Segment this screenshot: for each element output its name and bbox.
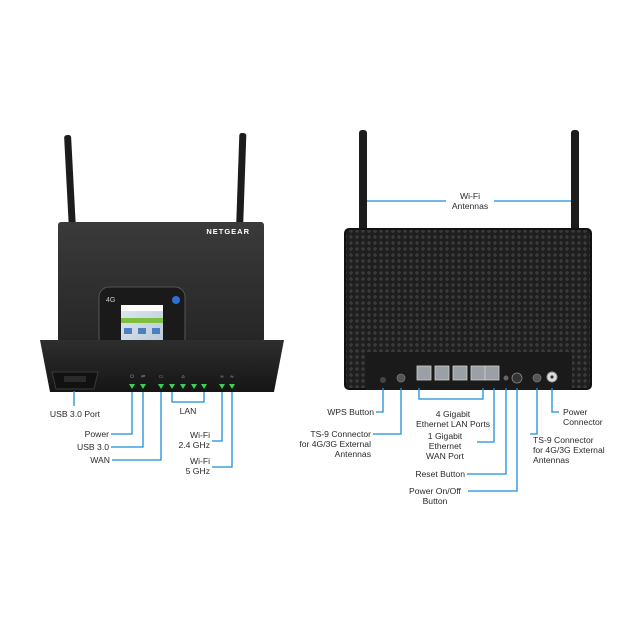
callout-wifi5 [212,392,233,468]
callout-wan-port [477,388,495,443]
callout-power-connector [551,388,559,413]
led-wifi-24 [219,384,225,389]
svg-text:⇌: ⇌ [141,374,145,380]
callout-ts9-right [530,388,538,435]
led-lan-3 [191,384,197,389]
front-antenna-left [64,135,76,231]
front-led-group [129,384,235,389]
label-ts9-left: TS-9 Connector for 4G/3G External Antenn… [299,429,371,459]
netgear-logo: NETGEAR [206,227,250,236]
rear-callout-lines [367,200,571,492]
front-antenna-right [236,133,247,231]
label-lan: LAN [179,406,197,416]
hotspot-screen [121,305,163,345]
label-wps: WPS Button [327,407,374,417]
callout-reset [467,388,507,475]
callout-lan [171,392,205,403]
rear-body [345,229,591,389]
led-usb [140,384,146,389]
telstra-logo-icon [172,296,180,304]
callout-lan-ports [418,388,484,400]
led-lan-4 [201,384,207,389]
label-lan-ports: 4 Gigabit Ethernet LAN Ports [415,409,491,429]
front-callout-lines [73,391,233,468]
svg-text:≈: ≈ [230,374,234,380]
reset-button-icon [503,375,509,381]
rear-port-panel [366,352,572,390]
power-switch-icon [511,372,523,384]
label-usb30: USB 3.0 [76,442,109,452]
hotspot-badge: 4G [106,297,115,304]
callout-wps [376,388,384,413]
callout-ts9-left [373,388,402,435]
rear-antenna-right [571,130,579,236]
svg-text:▭: ▭ [159,374,164,380]
label-wifi5: Wi-Fi 5 GHz [185,456,210,476]
label-power-switch: Power On/Off Button [409,486,461,506]
callout-wan [112,392,162,461]
led-lan-2 [180,384,186,389]
label-usb-port: USB 3.0 Port [49,409,101,419]
front-router: 4G [40,133,284,392]
callout-power [111,392,133,435]
svg-text:≈: ≈ [220,374,224,380]
wps-button-icon [380,377,386,383]
svg-text:⏻: ⏻ [130,374,134,380]
label-reset: Reset Button [415,469,465,479]
ts9-right-icon [532,373,542,383]
rear-router [344,130,592,390]
mobile-hotspot: 4G [98,286,186,358]
label-ts9-right: TS-9 Connector for 4G/3G External Antenn… [533,435,605,465]
front-base [40,340,284,392]
ts9-left-icon [396,373,406,383]
led-power [129,384,135,389]
led-lan-1 [169,384,175,389]
label-power-connector: Power Connector [563,407,603,427]
svg-text:⌂: ⌂ [181,374,184,380]
callout-power-switch [468,388,518,492]
label-antennas: Wi-Fi Antennas [451,191,489,211]
front-led-symbols: ⏻ ⇌ ▭ ⌂ ≈ ≈ [130,374,234,380]
callout-wifi24 [212,392,223,442]
label-wifi24: Wi-Fi 2.4 GHz [178,430,210,450]
label-power: Power [84,429,109,439]
led-wifi-5 [229,384,235,389]
label-wan: WAN [90,455,110,465]
ethernet-ports [416,365,500,381]
led-wan [158,384,164,389]
rear-antenna-left [359,130,367,236]
label-wan-port: 1 Gigabit Ethernet WAN Port [426,431,464,461]
callout-usb30 [111,392,144,448]
